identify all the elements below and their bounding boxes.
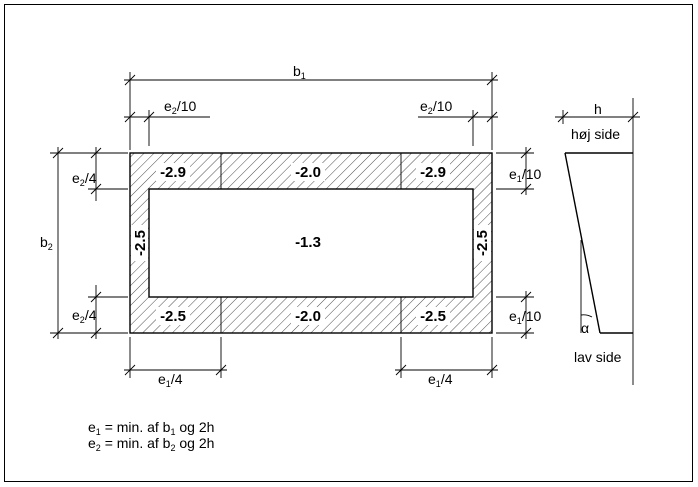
roof-outlines [129, 152, 493, 334]
dimension-b1 [124, 72, 498, 150]
value-center: -1.3 [295, 234, 321, 251]
label-e1-4-right: e1/4 [428, 371, 453, 389]
note-e1: e1 = min. af b1 og 2h [88, 419, 214, 437]
side-view-labels: h høj side α lav side [571, 101, 622, 365]
label-e2-4-top: e2/4 [72, 170, 97, 188]
label-low-side: lav side [574, 349, 622, 365]
label-e2-10-left: e2/10 [164, 98, 196, 116]
value-side-right: -2.5 [474, 230, 491, 256]
label-e1-4-left: e1/4 [158, 371, 183, 389]
label-alpha: α [581, 320, 589, 336]
value-bottom-mid: -2.0 [295, 308, 321, 325]
hatched-zones [130, 153, 492, 333]
label-h: h [594, 101, 602, 117]
side-view [555, 98, 640, 385]
dimension-left [50, 147, 128, 339]
dimension-e2-10-left [124, 110, 210, 146]
label-e2-10-right: e2/10 [420, 98, 452, 116]
dimension-labels: b1 e2/10 e2/10 e2/4 e2/4 b2 e1/10 e1/10 … [40, 63, 541, 389]
label-e2-4-bottom: e2/4 [72, 307, 97, 325]
pressure-values: -2.9 -2.0 -2.9 -2.5 -1.3 -2.5 -2.5 -2.0 … [131, 163, 491, 325]
value-side-left: -2.5 [132, 230, 149, 256]
value-corner-tl: -2.9 [160, 164, 186, 181]
value-top-mid: -2.0 [295, 164, 321, 181]
drawing-frame [4, 4, 693, 482]
label-b1: b1 [293, 63, 306, 81]
formula-notes: e1 = min. af b1 og 2h e2 = min. af b2 og… [88, 419, 214, 453]
label-e1-10-bottom: e1/10 [509, 308, 541, 326]
value-corner-br: -2.5 [420, 308, 446, 325]
dimension-e2-10-right [418, 110, 498, 146]
label-high-side: høj side [571, 126, 620, 142]
dimension-right [496, 147, 534, 339]
dimension-bottom [124, 337, 498, 378]
center-zone [149, 189, 473, 297]
note-e2: e2 = min. af b2 og 2h [88, 435, 214, 453]
label-e1-10-top: e1/10 [509, 166, 541, 184]
value-corner-tr: -2.9 [420, 164, 446, 181]
value-corner-bl: -2.5 [160, 308, 186, 325]
label-b2: b2 [40, 234, 53, 252]
